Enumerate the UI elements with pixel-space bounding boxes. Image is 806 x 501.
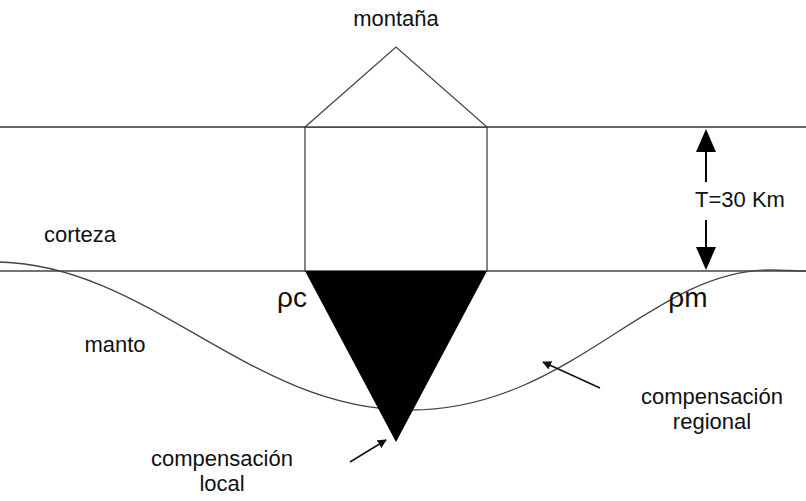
annotation-label: compensación regional (624, 384, 800, 435)
layer-label: manto (55, 332, 175, 357)
leader-arrow (350, 440, 386, 462)
column-edge (486, 127, 487, 271)
column-edge (304, 127, 305, 271)
layer-label: corteza (15, 222, 145, 247)
arrowhead (696, 247, 716, 270)
dimension-line (705, 150, 707, 182)
local-root (305, 271, 487, 442)
leader-arrow (543, 362, 600, 388)
density-label: ρm (662, 282, 714, 314)
annotation-label: compensación local (134, 446, 310, 497)
mountain-triangle (305, 47, 487, 127)
arrowhead (696, 129, 716, 152)
dimension-label: T=30 Km (680, 187, 800, 212)
dimension-line (705, 220, 707, 250)
density-label: ρc (270, 282, 314, 314)
mountain-label: montaña (326, 6, 466, 31)
